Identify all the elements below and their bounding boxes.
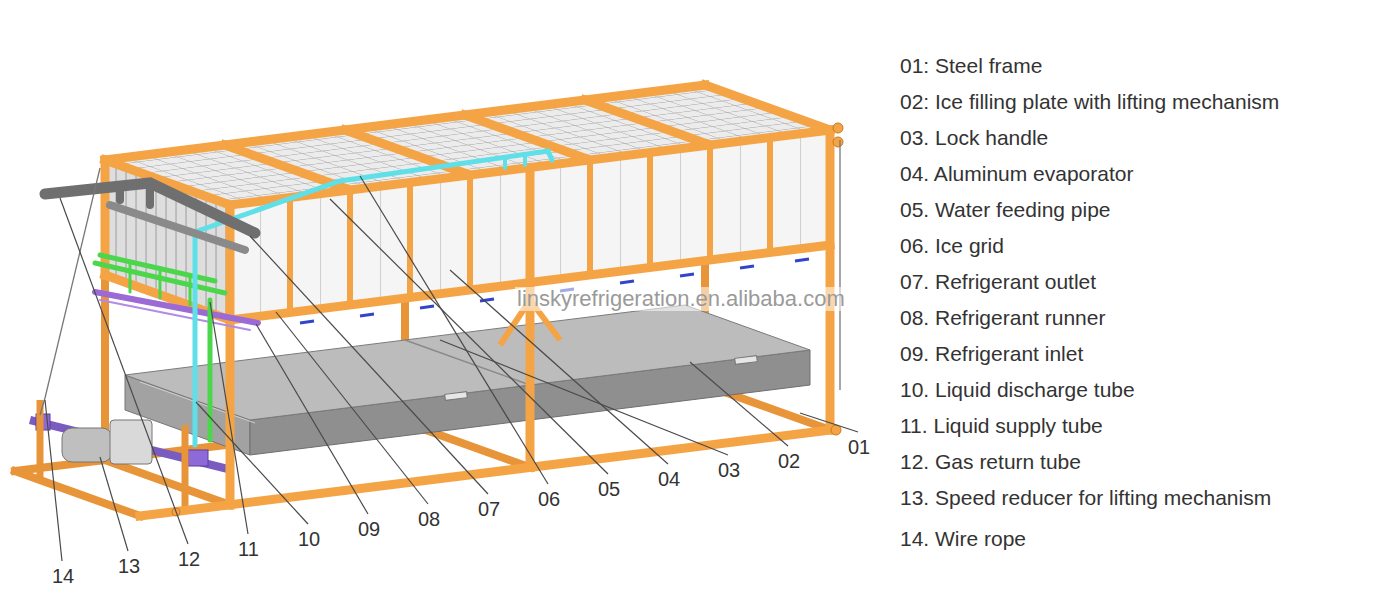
callout-number: 07 [478,498,500,520]
part-list-item: 01: Steel frame [900,54,1042,77]
part-list-item: 10. Liquid discharge tube [900,378,1135,401]
watermark: linskyrefrigeration.en.alibaba.com [515,287,847,311]
pipework [45,151,552,445]
callout-number: 03 [718,459,740,481]
part-list-item: 08. Refrigerant runner [900,306,1105,329]
callout-number: 09 [358,518,380,540]
part-list-item: 14. Wire rope [900,527,1026,550]
part-list-item: 07. Refrigerant outlet [900,270,1096,293]
part-list-item: 06. Ice grid [900,234,1004,257]
callout-number: 05 [598,478,620,500]
frame-posts [290,138,770,346]
callout-number: 13 [118,555,140,577]
part-list-item: 11. Liquid supply tube [900,414,1103,437]
callout-number: 08 [418,508,440,530]
callout-number: 06 [538,488,560,510]
callout-number: 12 [178,548,200,570]
part-list-item: 02: Ice filling plate with lifting mecha… [900,90,1279,113]
callout-number: 14 [52,565,74,587]
callout-number: 10 [298,528,320,550]
wire-rope [40,140,840,415]
part-list-item: 03. Lock handle [900,126,1048,149]
part-list-item: 12. Gas return tube [900,450,1081,473]
part-list-item: 05. Water feeding pipe [900,198,1111,221]
callout-number: 11 [238,538,259,560]
leader-lines [45,176,858,561]
lifting-lugs [172,123,843,516]
callout-number: 01 [848,436,870,458]
callout-number: 02 [778,450,800,472]
callout-number: 04 [658,468,680,490]
part-list-item: 09. Refrigerant inlet [900,342,1083,365]
part-list-item: 04. Aluminum evaporator [900,162,1133,185]
part-list-item: 13. Speed reducer for lifting mechanism [900,486,1271,509]
lifting-drive [30,400,232,510]
